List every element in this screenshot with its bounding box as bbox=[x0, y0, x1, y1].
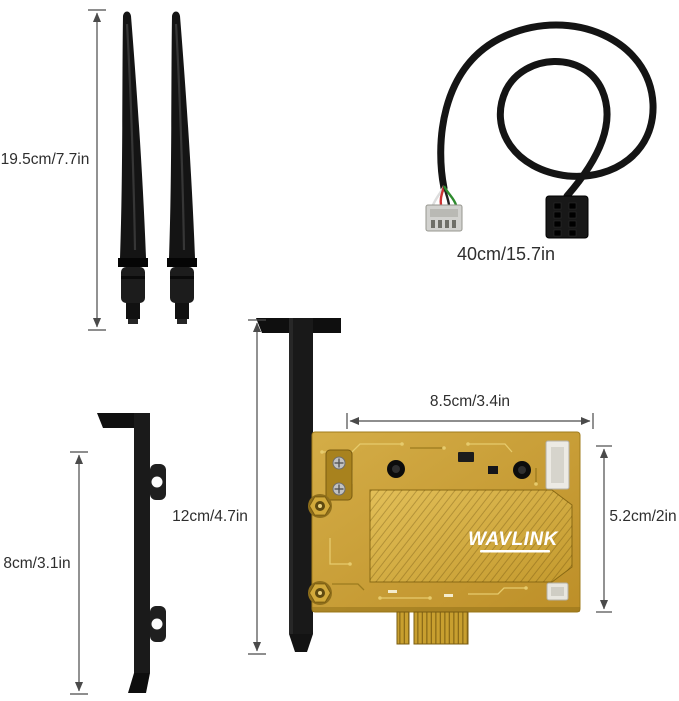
brand-logo: WAVLINK bbox=[468, 529, 558, 550]
cable-loop-outer bbox=[437, 21, 657, 192]
card-bracket-highlight bbox=[289, 318, 293, 634]
brand-underline bbox=[480, 550, 550, 553]
full-height-bracket bbox=[256, 318, 341, 652]
label-antenna-length: 19.5cm/7.7in bbox=[1, 151, 90, 168]
low-profile-bracket bbox=[97, 413, 166, 693]
bracket-screw-hole bbox=[151, 618, 163, 630]
sma-connector-top bbox=[308, 494, 332, 518]
usb-connector-right bbox=[545, 195, 589, 239]
antenna-right bbox=[165, 10, 199, 326]
bracket-foot bbox=[128, 673, 150, 693]
pcie-card: WAVLINK bbox=[256, 318, 581, 652]
usb-connector-left bbox=[425, 204, 463, 232]
heatsink: WAVLINK bbox=[369, 489, 573, 583]
wire-green bbox=[442, 185, 458, 206]
label-bracket-height: 8cm/3.1in bbox=[3, 555, 70, 572]
dimension-card-height bbox=[248, 319, 266, 655]
label-cable-length: 40cm/15.7in bbox=[457, 244, 555, 264]
label-card-width: 8.5cm/3.4in bbox=[430, 393, 510, 410]
pcie-edge-connector bbox=[396, 611, 469, 645]
cable-loop-inner bbox=[496, 58, 611, 200]
sma-connector-bottom bbox=[308, 581, 332, 605]
pcie-edge-connector-segment bbox=[413, 611, 469, 645]
ic-chip bbox=[458, 452, 474, 462]
aux-connector bbox=[546, 582, 569, 601]
bracket-strip bbox=[134, 413, 150, 673]
capacitor-top bbox=[518, 466, 526, 474]
ic-chip bbox=[488, 466, 498, 474]
pcb-bottom-edge bbox=[312, 607, 580, 612]
pcie-edge-connector-segment bbox=[396, 611, 410, 645]
antenna-left bbox=[116, 10, 150, 326]
usb-header-cable bbox=[437, 21, 657, 200]
label-pcb-height: 5.2cm/2in bbox=[609, 508, 676, 525]
dimension-card-width bbox=[346, 413, 594, 429]
label-card-height: 12cm/4.7in bbox=[172, 508, 248, 525]
bracket-screws bbox=[325, 449, 353, 501]
bracket-screw-hole bbox=[151, 476, 163, 488]
capacitor-top bbox=[392, 465, 400, 473]
card-bracket-foot bbox=[289, 634, 313, 652]
dimension-bracket-height bbox=[70, 451, 88, 695]
dimension-pcb-height bbox=[596, 445, 612, 613]
dimension-antenna-length bbox=[88, 9, 106, 331]
usb-header-socket bbox=[545, 440, 570, 490]
cable-wires bbox=[431, 185, 458, 206]
